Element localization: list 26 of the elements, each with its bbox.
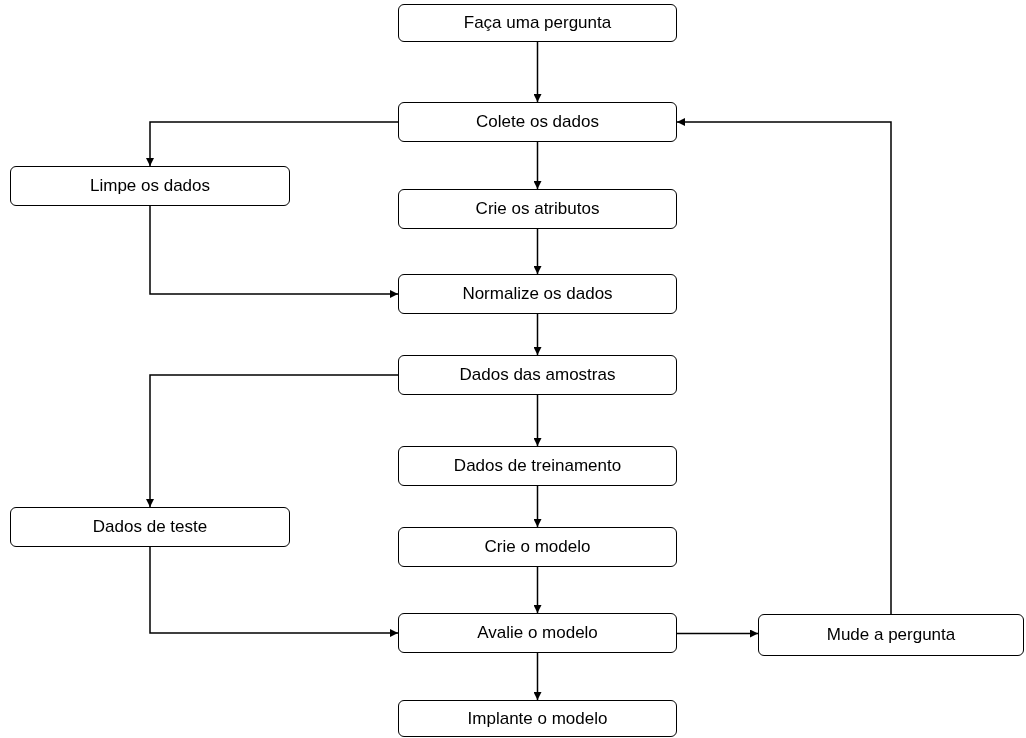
process-box: Implante o modelo (398, 700, 677, 737)
arrow (676, 118, 892, 615)
arrow (149, 546, 399, 637)
process-box: Colete os dados (398, 102, 677, 142)
process-box: Dados de teste (10, 507, 290, 547)
arrow (676, 629, 759, 638)
arrow (533, 41, 542, 103)
arrow (146, 374, 399, 508)
arrow (533, 141, 542, 190)
arrow (533, 566, 542, 614)
arrow (149, 205, 399, 298)
arrow (533, 228, 542, 275)
arrow (533, 394, 542, 447)
process-box: Avalie o modelo (398, 613, 677, 653)
arrow (533, 485, 542, 528)
process-box: Dados de treinamento (398, 446, 677, 486)
process-box: Crie o modelo (398, 527, 677, 567)
process-box: Mude a pergunta (758, 614, 1024, 656)
process-box: Limpe os dados (10, 166, 290, 206)
process-box: Crie os atributos (398, 189, 677, 229)
process-box: Faça uma pergunta (398, 4, 677, 42)
process-box: Normalize os dados (398, 274, 677, 314)
process-box: Dados das amostras (398, 355, 677, 395)
arrow (533, 652, 542, 701)
arrow (146, 121, 399, 167)
arrow (533, 313, 542, 356)
